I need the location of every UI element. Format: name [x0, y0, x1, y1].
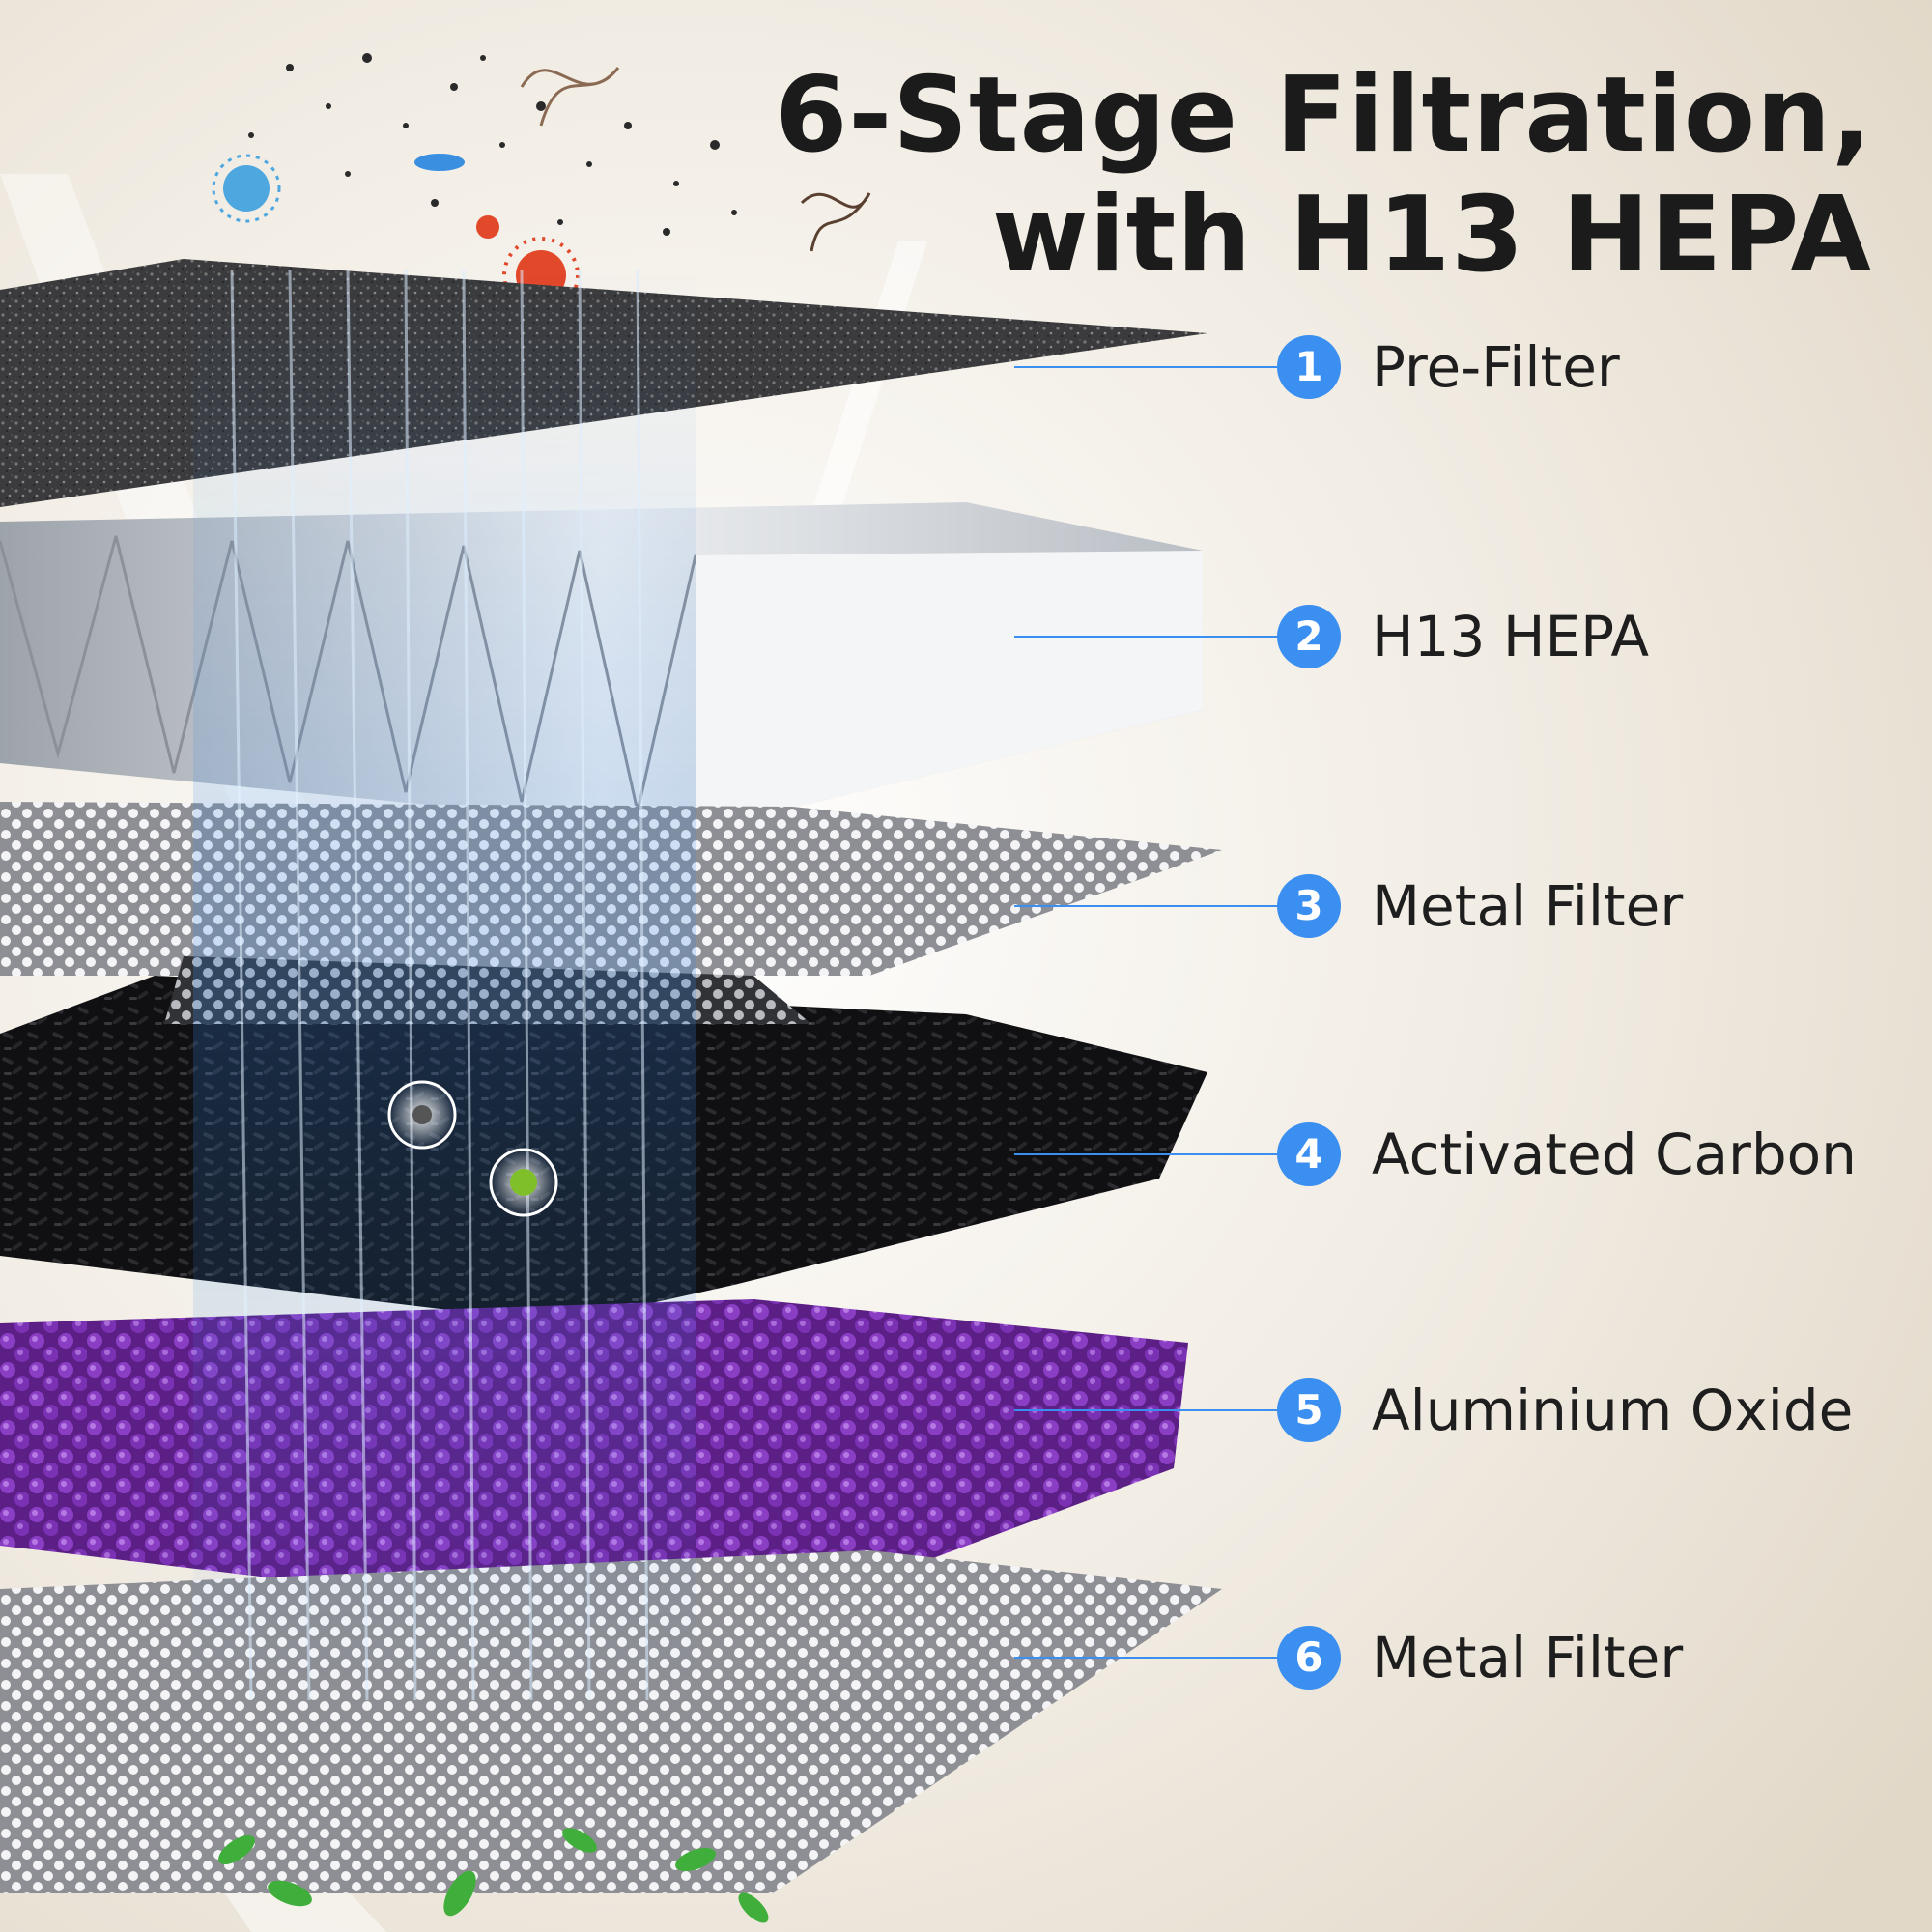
dust-particles: [248, 53, 737, 236]
stage-label: Metal Filter: [1372, 1625, 1684, 1690]
hair-icon: [520, 67, 871, 252]
page-title: 6-Stage Filtration, with H13 HEPA: [775, 56, 1872, 296]
stage-label: Aluminium Oxide: [1372, 1378, 1854, 1443]
callout-line: [1014, 636, 1285, 638]
callout-line: [1014, 1657, 1285, 1659]
stage-number-badge: 3: [1277, 874, 1341, 938]
trapped-particle-icons: [387, 1080, 558, 1217]
callout-stage-2: 2 H13 HEPA: [1014, 598, 1884, 675]
stage-number-badge: 2: [1277, 605, 1341, 668]
title-line-1: 6-Stage Filtration,: [775, 55, 1872, 176]
stage-number-badge: 5: [1277, 1378, 1341, 1442]
callout-stage-4: 4 Activated Carbon: [1014, 1116, 1884, 1193]
callout-stage-5: 5 Aluminium Oxide: [1014, 1372, 1884, 1449]
airflow-beams: [193, 261, 696, 1710]
callout-line: [1014, 905, 1285, 907]
leaf-icons: [218, 1828, 769, 1923]
stage-number-badge: 6: [1277, 1626, 1341, 1690]
callout-line: [1014, 1409, 1285, 1411]
stage-label: Activated Carbon: [1372, 1122, 1857, 1187]
callout-line: [1014, 1153, 1285, 1155]
stage-label: Pre-Filter: [1372, 334, 1620, 400]
title-line-2: with H13 HEPA: [991, 175, 1872, 296]
stage-label: Metal Filter: [1372, 873, 1684, 939]
callout-stage-1: 1 Pre-Filter: [1014, 328, 1884, 406]
stage-label: H13 HEPA: [1372, 604, 1650, 669]
callout-stage-6: 6 Metal Filter: [1014, 1619, 1884, 1696]
stage-number-badge: 4: [1277, 1122, 1341, 1186]
callout-line: [1014, 366, 1285, 368]
stage-number-badge: 1: [1277, 335, 1341, 399]
callout-stage-3: 3 Metal Filter: [1014, 867, 1884, 945]
